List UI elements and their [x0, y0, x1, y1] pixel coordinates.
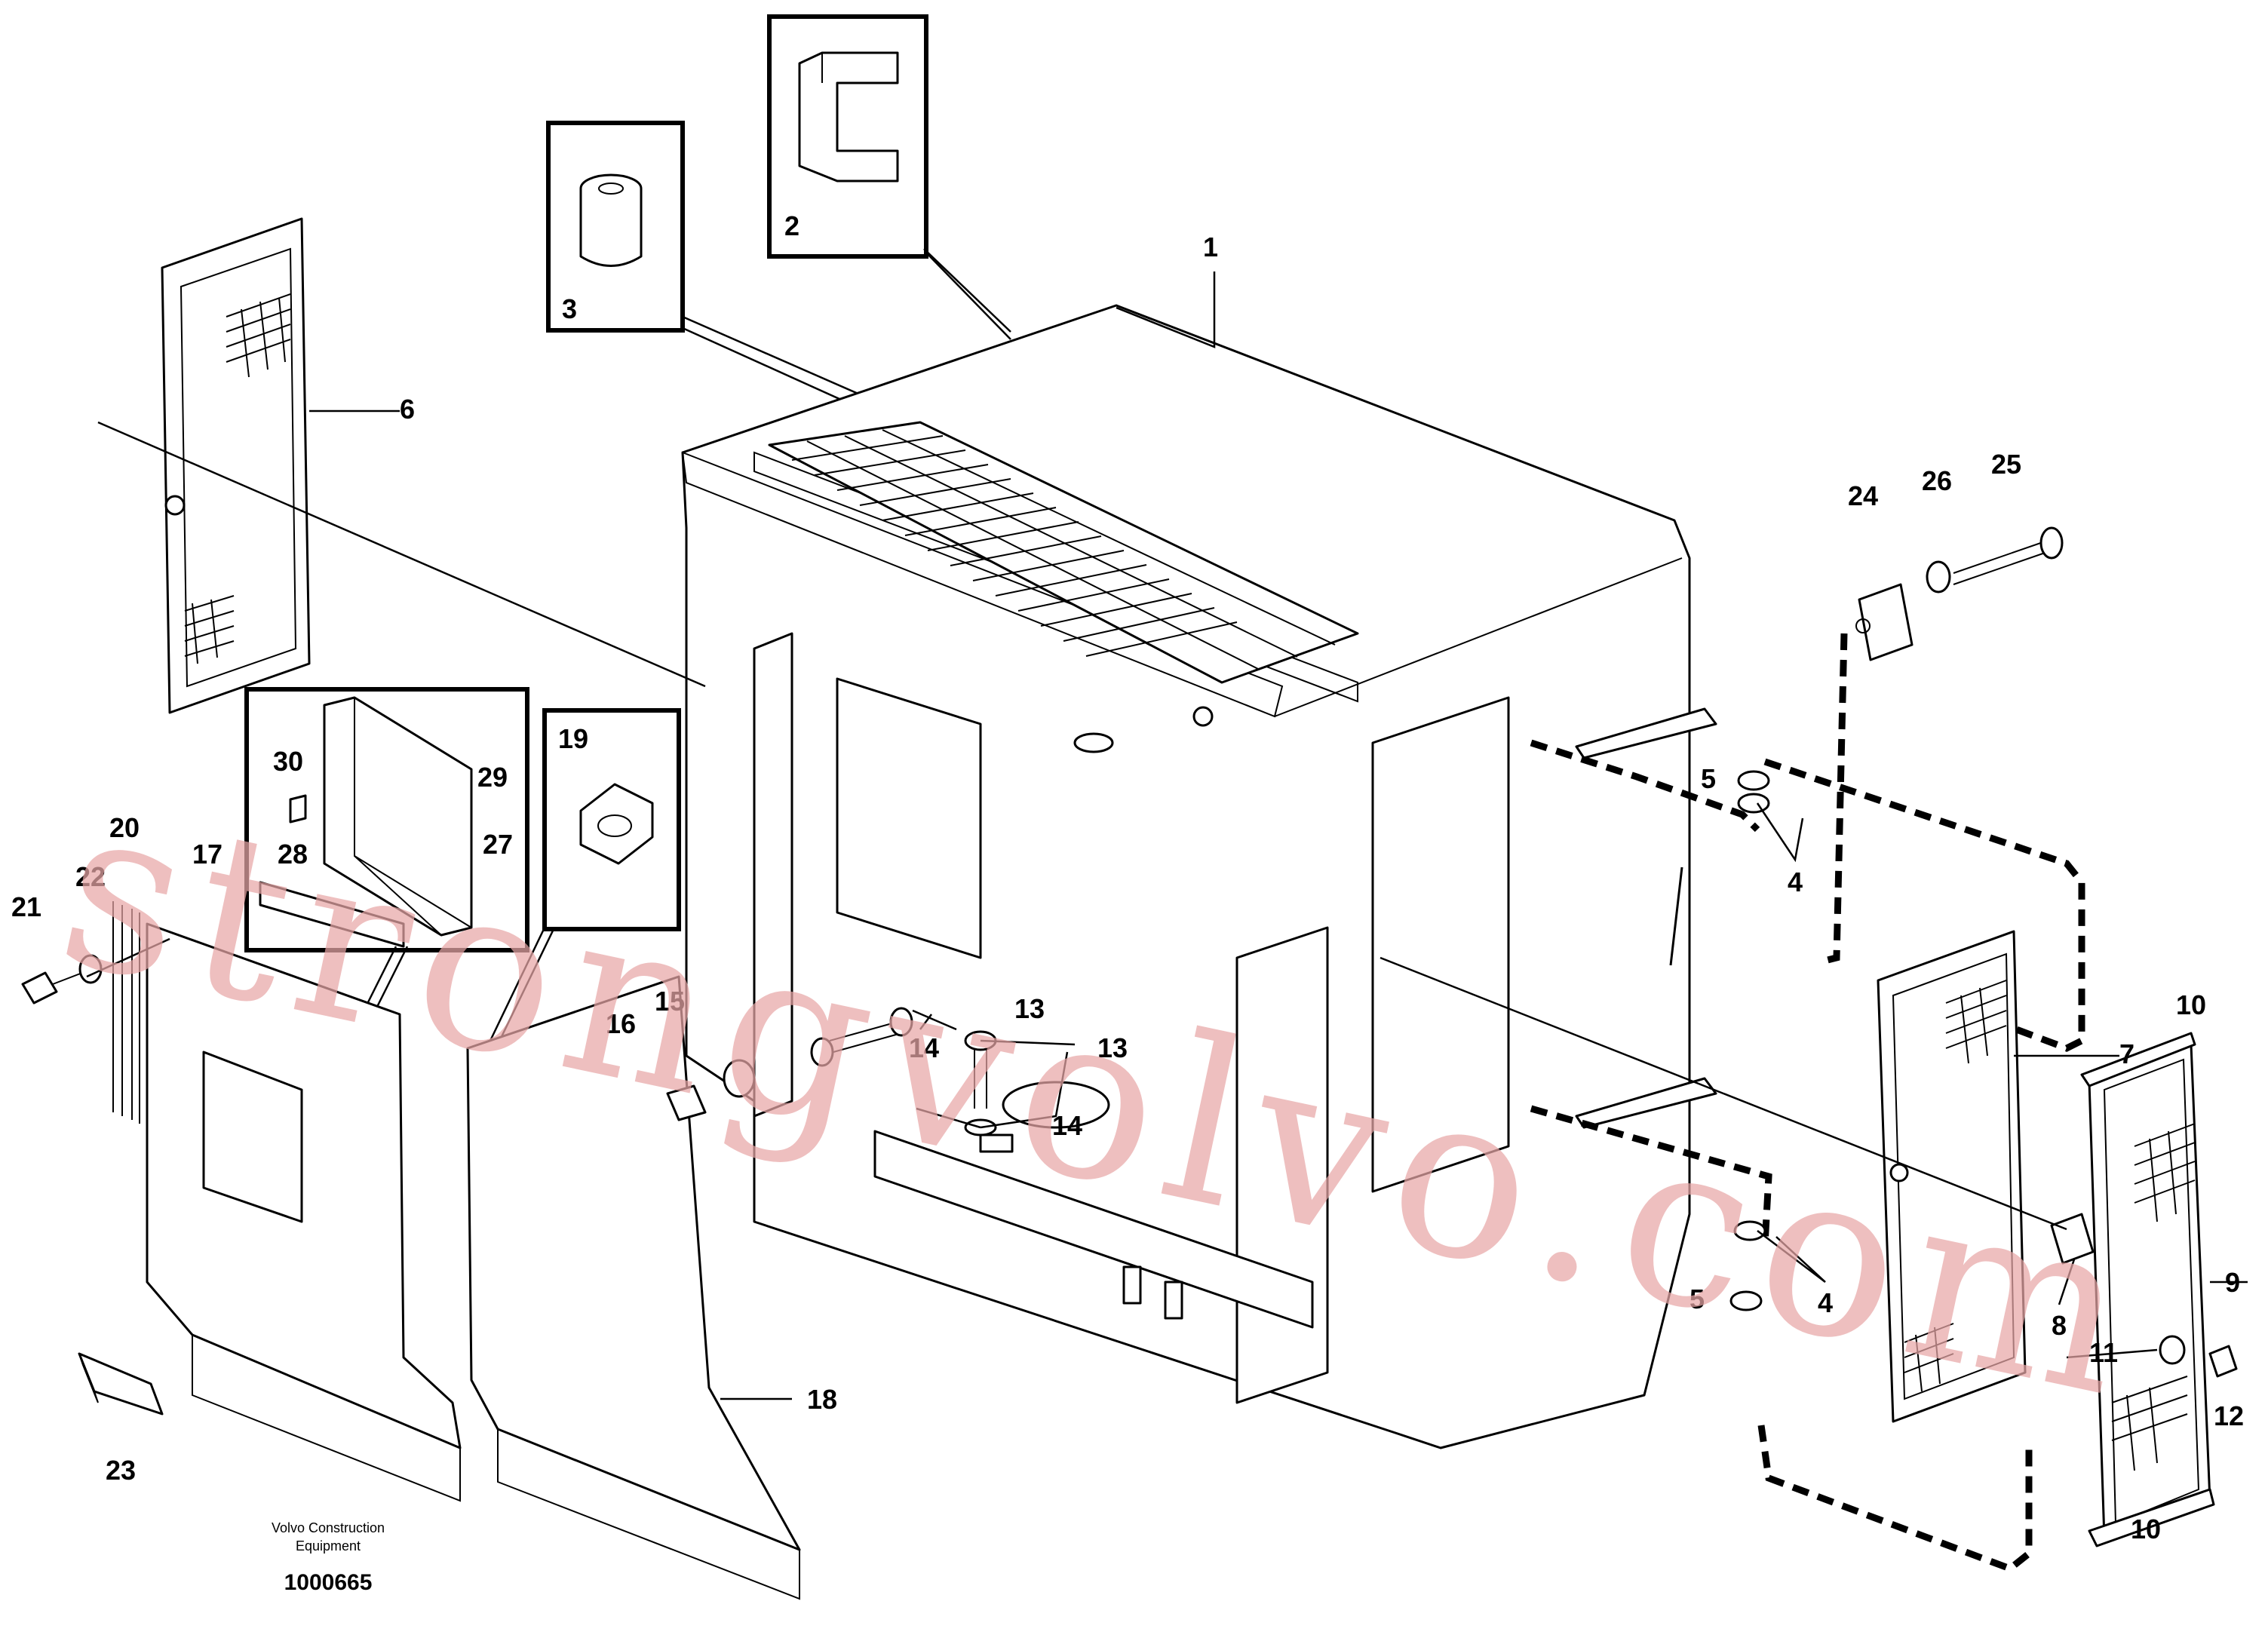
washer-4b	[1733, 1220, 1766, 1241]
callout-7: 7	[2119, 1038, 2134, 1069]
callout-22: 22	[75, 861, 106, 892]
callout-28: 28	[278, 839, 308, 870]
callout-4b: 4	[1818, 1287, 1833, 1318]
callout-14b: 14	[1052, 1110, 1082, 1141]
main-housing	[681, 304, 1691, 1449]
detail-box-19	[542, 708, 681, 931]
callout-29: 29	[477, 762, 508, 793]
callout-5b: 5	[1689, 1284, 1705, 1314]
callout-16: 16	[606, 1008, 636, 1039]
top-grille	[768, 421, 1359, 684]
callout-13a: 13	[1014, 993, 1045, 1024]
fasteners-13-16	[666, 1007, 997, 1136]
panel-7	[1877, 930, 2027, 1423]
part-23	[78, 1352, 164, 1416]
callout-11: 11	[2089, 1337, 2118, 1368]
callout-15: 15	[655, 986, 685, 1017]
drawing-number: 1000665	[284, 1570, 373, 1595]
callout-27: 27	[483, 829, 513, 860]
callout-5a: 5	[1701, 763, 1716, 794]
caption-line-1: Volvo Construction	[272, 1520, 385, 1535]
callout-2: 2	[784, 210, 799, 241]
panel-17	[146, 922, 462, 1502]
callout-8: 8	[2052, 1310, 2067, 1341]
strip-10-bottom	[2088, 1488, 2215, 1547]
callout-21: 21	[11, 891, 41, 922]
callout-3: 3	[562, 293, 577, 324]
callout-9: 9	[2225, 1267, 2240, 1298]
detail-box-3	[546, 121, 685, 333]
callout-1: 1	[1203, 232, 1218, 262]
detail-box-27-28-29-30	[244, 687, 529, 952]
washer-11	[2159, 1335, 2186, 1365]
callout-24: 24	[1848, 480, 1878, 511]
callout-18: 18	[807, 1384, 837, 1415]
callout-10-top: 10	[2176, 989, 2206, 1020]
nut-12	[2208, 1345, 2238, 1378]
callout-13b: 13	[1097, 1032, 1128, 1063]
callout-20: 20	[109, 812, 140, 843]
callout-6: 6	[400, 394, 415, 425]
strip-10-top	[2080, 1032, 2196, 1087]
detail-box-2	[767, 14, 928, 259]
parts-24-25-26	[1855, 526, 2064, 661]
callout-30: 30	[273, 746, 303, 777]
callout-19: 19	[558, 723, 588, 754]
washer-5a	[1737, 770, 1770, 791]
washer-4a	[1737, 793, 1770, 814]
panel-18	[466, 975, 801, 1600]
callout-14a: 14	[909, 1032, 939, 1063]
callout-17: 17	[192, 839, 223, 870]
callout-4a: 4	[1788, 867, 1803, 897]
caption: Volvo Construction Equipment 1000665	[272, 1520, 385, 1595]
part-20	[112, 901, 140, 1124]
caption-line-2: Equipment	[296, 1538, 361, 1554]
callout-26: 26	[1922, 465, 1952, 496]
callout-25: 25	[1991, 449, 2021, 480]
washer-5b	[1729, 1290, 1763, 1311]
callout-12: 12	[2214, 1400, 2244, 1431]
panel-6	[161, 217, 311, 714]
callout-labels: 1 2 3 4 4 5 5 6 7 8 9 10 10 11 12 13 13 …	[11, 210, 2244, 1544]
callout-10-bottom: 10	[2131, 1514, 2161, 1544]
callout-23: 23	[106, 1455, 136, 1486]
